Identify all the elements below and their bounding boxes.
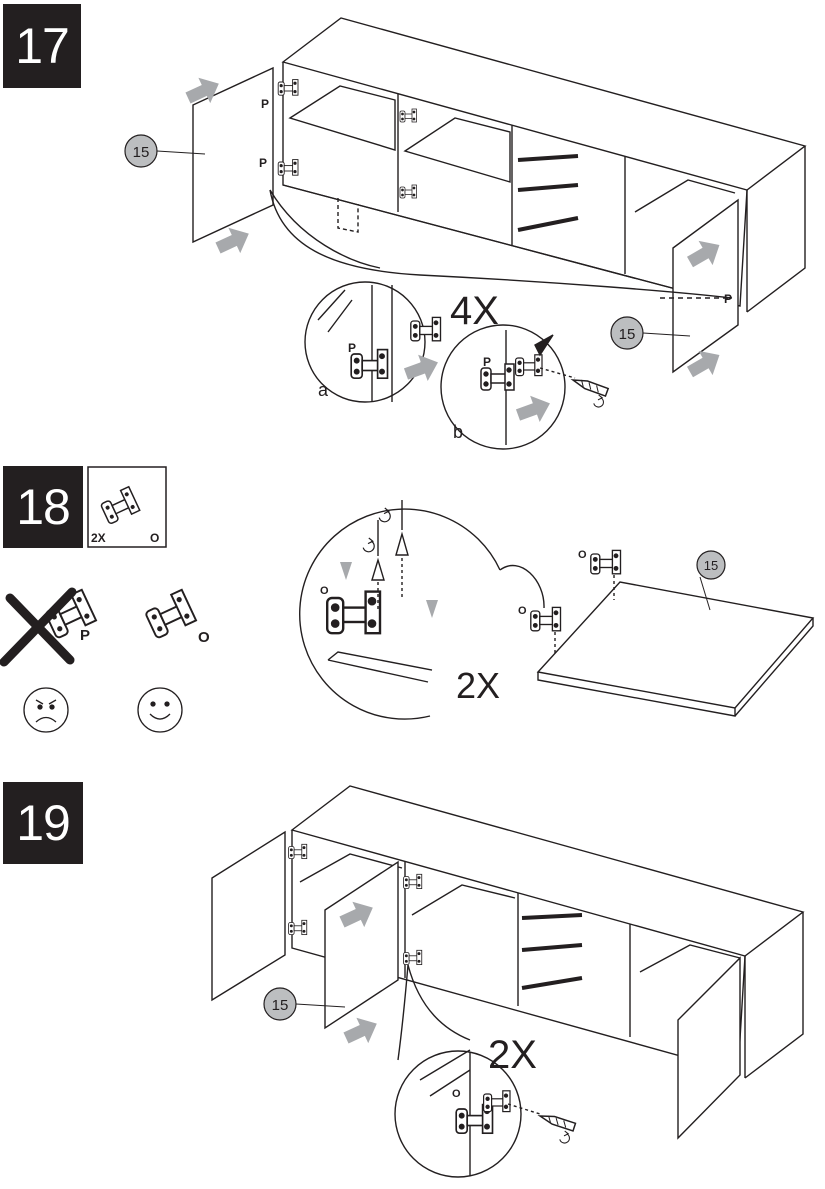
part-15-bubble: 15 [696, 550, 726, 580]
hinge-icon [277, 79, 299, 96]
hinge-icon [399, 184, 417, 199]
svg-text:15: 15 [133, 144, 150, 161]
hinge-label-p: P [483, 355, 491, 369]
hinge-icon [590, 549, 622, 575]
step-18-badge: 18 [3, 466, 83, 548]
part-15-bubble: 15 [610, 316, 691, 350]
svg-text:15: 15 [272, 997, 289, 1014]
hinge-icon [288, 843, 308, 860]
correct-hinge-example: O [141, 588, 210, 646]
svg-text:2X: 2X [91, 531, 106, 545]
hinge-label-o: O [452, 1088, 461, 1100]
cross-icon [0, 587, 77, 667]
svg-text:15: 15 [619, 326, 636, 343]
hinge-mount-detail [299, 500, 545, 720]
step-17-illustration [192, 17, 807, 450]
detail-a-label: a [318, 380, 329, 400]
hinge-label-o: O [320, 585, 329, 597]
down-arrow-icon [426, 600, 438, 618]
wrong-hinge-example: P [0, 587, 98, 667]
svg-text:O: O [198, 629, 210, 646]
sad-face-icon [23, 687, 69, 733]
push-arrow-icon [340, 1010, 383, 1051]
part-15-bubble: 15 [263, 987, 346, 1021]
press-arrow-icon [534, 334, 554, 357]
screwdriver-icon [538, 1111, 577, 1132]
part-15-bubble: 15 [124, 134, 206, 168]
door-panel-15 [530, 549, 815, 717]
svg-text:15: 15 [704, 558, 718, 573]
hinge-icon [141, 588, 198, 640]
hinge-icon [410, 316, 442, 342]
hinge-icon [399, 108, 417, 123]
hinge-icon [288, 919, 308, 936]
hinge-label-p: P [724, 292, 732, 306]
svg-text:O: O [150, 531, 159, 545]
rotate-icon [559, 1130, 570, 1144]
svg-text:P: P [80, 627, 90, 644]
step-17-badge: 17 [3, 4, 81, 88]
hinge-label-p: P [348, 341, 356, 355]
hinge-icon [277, 159, 299, 176]
smile-face-icon [137, 687, 183, 733]
quantity-4x: 4X [450, 289, 499, 333]
hinge-label-o: O [518, 605, 527, 617]
step-19-illustration [211, 785, 805, 1178]
screwdriver-icon [570, 375, 609, 397]
hinge-label-p: P [259, 156, 267, 170]
step-19-badge: 19 [3, 782, 83, 864]
hinge-icon [403, 949, 423, 966]
rotate-icon [593, 394, 604, 408]
hinge-kit-box: 2X O [87, 466, 167, 548]
detail-b-label: b [453, 422, 463, 442]
hinge-label-p: P [261, 97, 269, 111]
hinge-icon [403, 873, 423, 890]
down-arrow-icon [340, 562, 352, 580]
hinge-icon [530, 606, 562, 632]
hinge-label-o: O [578, 549, 587, 561]
quantity-2x: 2X [456, 665, 500, 706]
quantity-2x: 2X [488, 1033, 537, 1077]
